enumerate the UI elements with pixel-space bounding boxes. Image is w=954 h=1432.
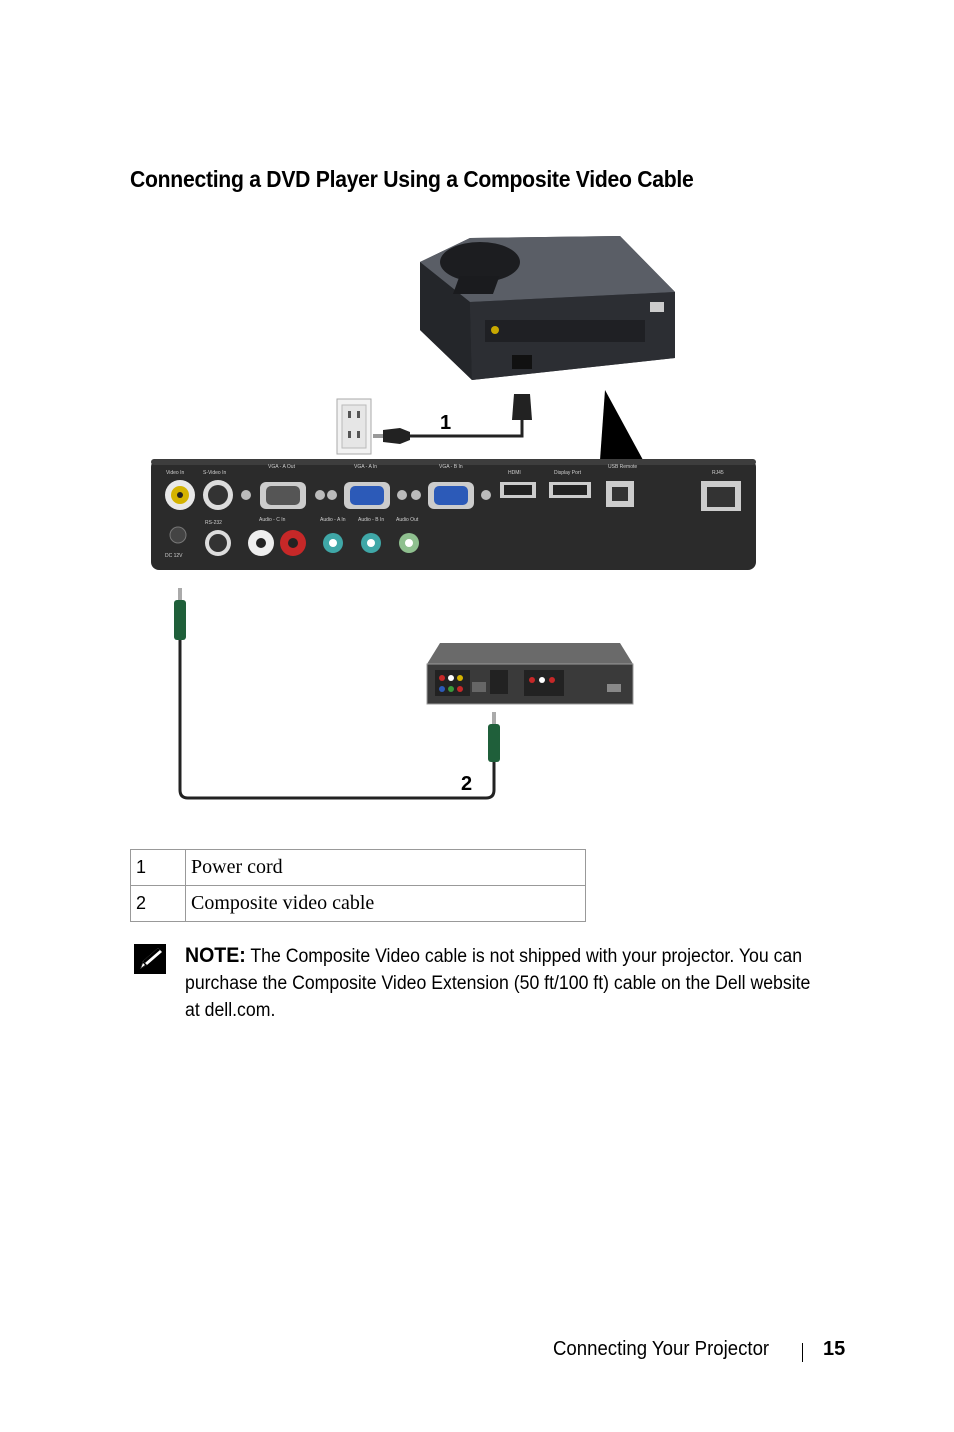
label-video-in: Video In — [166, 470, 184, 476]
wall-outlet-illustration — [336, 398, 372, 455]
legend-table: 1 Power cord 2 Composite video cable — [130, 849, 586, 922]
legend-number: 1 — [130, 849, 186, 886]
label-dc-12v: DC 12V — [165, 553, 183, 559]
page-title: Connecting a DVD Player Using a Composit… — [130, 166, 694, 192]
footer-divider — [802, 1343, 803, 1362]
label-vga-a-in: VGA - A In — [354, 464, 377, 470]
label-audio-out: Audio Out — [396, 517, 419, 523]
callout-1: 1 — [440, 412, 451, 434]
projector-back-panel: Video In S-Video In VGA - A Out VGA - A … — [151, 459, 756, 570]
dvd-player-illustration — [426, 643, 634, 705]
label-hdmi: HDMI — [508, 470, 521, 476]
label-audio-c-in: Audio - C In — [259, 517, 286, 523]
zoom-wedge — [600, 390, 643, 460]
page-number: 15 — [823, 1338, 846, 1360]
label-audio-b-in: Audio - B In — [358, 517, 384, 523]
label-rs232: RS-232 — [205, 520, 222, 526]
table-row: 1 Power cord — [130, 849, 586, 886]
note-body: The Composite Video cable is not shipped… — [185, 946, 811, 1021]
label-vga-a-out: VGA - A Out — [268, 464, 296, 470]
label-display-port: Display Port — [554, 470, 582, 476]
composite-video-cable — [174, 588, 500, 800]
legend-label: Power cord — [185, 849, 586, 886]
note-pencil-icon — [134, 944, 166, 974]
note-end: . — [270, 1000, 276, 1021]
label-audio-a-in: Audio - A In — [320, 517, 346, 523]
callout-2: 2 — [461, 773, 472, 795]
power-cord — [373, 394, 532, 444]
footer-section-title: Connecting Your Projector — [553, 1338, 770, 1360]
legend-label: Composite video cable — [185, 885, 586, 922]
label-s-video-in: S-Video In — [203, 470, 226, 476]
dell-link[interactable]: dell.com — [204, 1000, 271, 1021]
legend-number: 2 — [130, 885, 186, 922]
note-label: NOTE: — [185, 944, 246, 967]
projector-illustration — [420, 236, 675, 380]
note-text: NOTE: The Composite Video cable is not s… — [185, 942, 827, 1024]
label-rj45: RJ45 — [712, 470, 724, 476]
table-row: 2 Composite video cable — [130, 885, 586, 922]
label-usb-remote: USB Remote — [608, 464, 637, 470]
label-vga-b-in: VGA - B In — [439, 464, 463, 470]
